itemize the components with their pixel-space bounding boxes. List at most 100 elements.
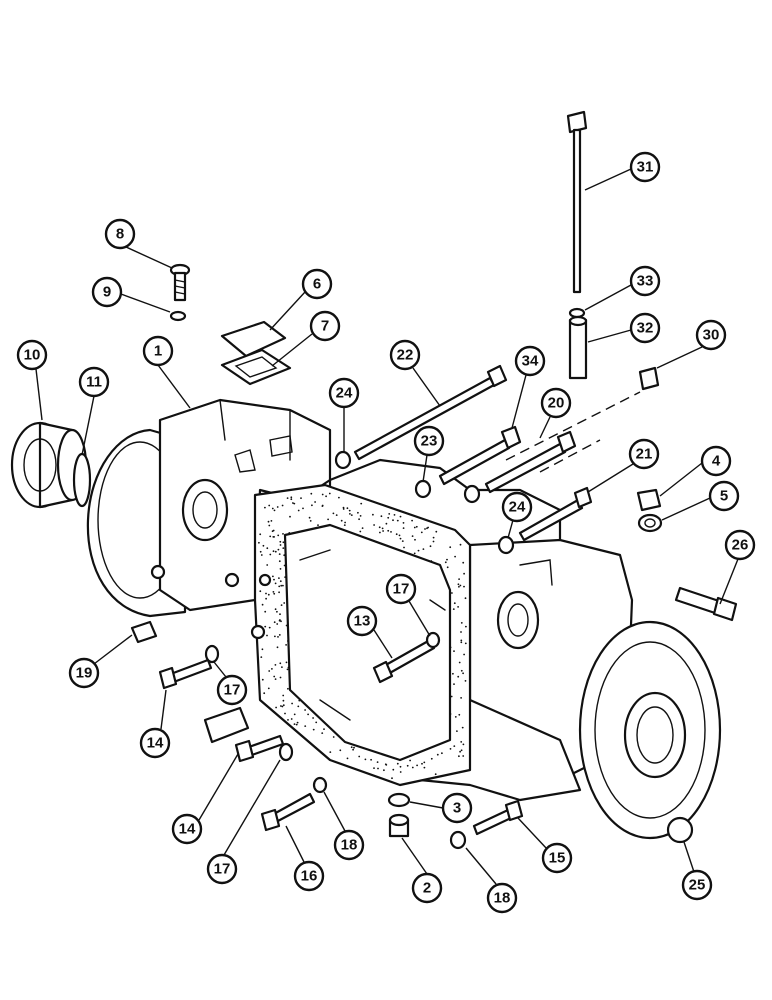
svg-text:31: 31: [637, 159, 654, 176]
svg-text:17: 17: [224, 682, 241, 699]
leader-line: [656, 346, 703, 369]
leader-line: [409, 801, 444, 809]
svg-text:24: 24: [509, 499, 526, 516]
dowel-19: [130, 620, 158, 644]
callout-24-right: 24: [501, 491, 533, 523]
svg-text:24: 24: [336, 385, 353, 402]
callout-26: 26: [724, 529, 756, 561]
leader-line: [198, 753, 239, 821]
callout-18-left: 18: [333, 829, 365, 861]
svg-text:34: 34: [522, 353, 539, 370]
bolt-21: [518, 486, 593, 542]
callout-22: 22: [389, 339, 421, 371]
bolts-lower-left: [158, 644, 328, 832]
bolt-15-washer-18: [449, 799, 524, 850]
leader-line: [120, 293, 171, 313]
svg-text:33: 33: [637, 273, 654, 290]
svg-text:9: 9: [103, 284, 111, 301]
callout-23: 23: [413, 425, 445, 457]
callout-7: 7: [309, 310, 341, 342]
callout-21: 21: [628, 438, 660, 470]
callout-24-left: 24: [328, 377, 360, 409]
leader-line: [584, 168, 632, 191]
leader-line: [401, 837, 428, 875]
fitting-26: [674, 586, 738, 622]
leader-line: [285, 825, 305, 863]
leader-line: [659, 462, 703, 497]
leader-line: [683, 841, 695, 873]
leader-line: [517, 817, 548, 850]
leader-line: [511, 374, 527, 429]
callout-9: 9: [91, 276, 123, 308]
alignment-line: [539, 439, 601, 473]
callout-5: 5: [708, 480, 740, 512]
drain-plug-2-3: [387, 792, 411, 838]
o-ring-33: [568, 307, 586, 319]
plug-25: [666, 816, 694, 844]
callout-18-right: 18: [486, 882, 518, 914]
svg-text:3: 3: [453, 800, 461, 817]
svg-text:32: 32: [637, 320, 654, 337]
svg-text:17: 17: [393, 581, 410, 598]
callout-14-upper: 14: [139, 727, 171, 759]
callout-13: 13: [346, 605, 378, 637]
seal-ring: [72, 452, 92, 508]
callout-10: 10: [16, 339, 48, 371]
callout-2: 2: [411, 872, 443, 904]
leader-line: [587, 329, 632, 343]
svg-text:6: 6: [313, 276, 321, 293]
callout-3: 3: [441, 792, 473, 824]
leader-line: [422, 454, 428, 483]
leader-line: [125, 246, 173, 269]
leader-line: [408, 600, 431, 637]
leader-line: [271, 333, 313, 367]
leader-line: [213, 661, 227, 678]
leader-line: [35, 368, 43, 421]
bolt-13: [372, 631, 441, 684]
svg-text:17: 17: [214, 861, 231, 878]
leader-line: [465, 847, 497, 885]
svg-text:21: 21: [636, 446, 653, 463]
callout-25: 25: [681, 869, 713, 901]
callout-17-bottom: 17: [206, 853, 238, 885]
callout-6: 6: [301, 268, 333, 300]
callout-8: 8: [104, 218, 136, 250]
svg-text:13: 13: [354, 613, 371, 630]
leader-line: [412, 367, 441, 407]
tube-32: [568, 315, 588, 380]
svg-text:18: 18: [494, 890, 511, 907]
callout-11: 11: [78, 366, 110, 398]
leader-line: [584, 284, 632, 311]
long-bolt-22: [353, 364, 508, 461]
svg-text:23: 23: [421, 433, 438, 450]
washers-23-24: [334, 450, 515, 555]
svg-text:26: 26: [732, 537, 749, 554]
vent-plug-30: [638, 366, 660, 391]
callout-32: 32: [629, 312, 661, 344]
svg-text:5: 5: [720, 488, 728, 505]
callout-34: 34: [514, 345, 546, 377]
gasket-7: [220, 348, 292, 386]
svg-text:25: 25: [689, 877, 706, 894]
callout-1: 1: [142, 335, 174, 367]
plug-4-seal-5: [636, 488, 663, 533]
callout-30: 30: [695, 319, 727, 351]
leader-line: [539, 416, 551, 439]
callout-17-left: 17: [216, 674, 248, 706]
leader-lines: [35, 168, 739, 885]
callout-20: 20: [540, 387, 572, 419]
leader-line: [323, 791, 346, 832]
bearing-cup: [10, 421, 88, 509]
callout-4: 4: [700, 445, 732, 477]
callout-31: 31: [629, 151, 661, 183]
svg-text:30: 30: [703, 327, 720, 344]
cover-plate-6: [220, 320, 287, 358]
callout-33: 33: [629, 265, 661, 297]
svg-text:4: 4: [712, 453, 721, 470]
svg-text:2: 2: [423, 880, 431, 897]
svg-text:19: 19: [76, 665, 93, 682]
screw-8: [169, 263, 191, 302]
svg-text:8: 8: [116, 226, 124, 243]
callout-19: 19: [68, 657, 100, 689]
